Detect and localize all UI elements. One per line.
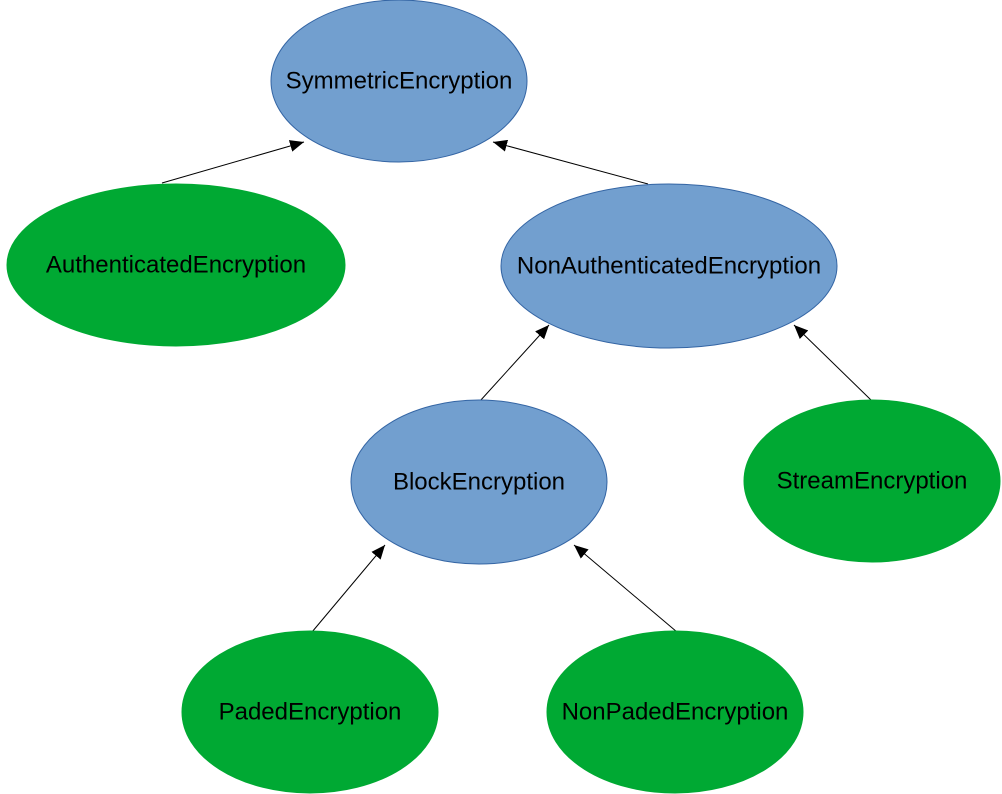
edge-padded-to-block [311, 544, 386, 633]
node-label: BlockEncryption [393, 469, 565, 496]
node-ellipse [500, 183, 838, 349]
node-ellipse [546, 630, 804, 794]
node-symmetric-encryption[interactable]: SymmetricEncryption [270, 0, 528, 163]
node-padded-encryption[interactable]: PadedEncryption [181, 630, 439, 794]
node-label: StreamEncryption [777, 468, 968, 495]
node-non-authenticated-encryption[interactable]: NonAuthenticatedEncryption [500, 183, 838, 349]
node-label: SymmetricEncryption [286, 68, 513, 95]
edge-block-to-nonauthenticated [479, 324, 550, 402]
node-non-padded-encryption[interactable]: NonPadedEncryption [546, 630, 804, 794]
node-ellipse [350, 399, 608, 565]
node-label: NonAuthenticatedEncryption [517, 253, 821, 280]
edge-nonpadded-to-block [573, 544, 678, 633]
node-authenticated-encryption[interactable]: AuthenticatedEncryption [6, 183, 346, 347]
node-ellipse [181, 630, 439, 794]
edge-nonauthenticated-to-symmetric [492, 139, 649, 185]
node-label: PadedEncryption [219, 699, 402, 726]
edges-group [161, 139, 872, 633]
node-label: NonPadedEncryption [562, 699, 789, 726]
node-stream-encryption[interactable]: StreamEncryption [743, 399, 1001, 563]
edge-stream-to-nonauthenticated [793, 324, 872, 401]
node-block-encryption[interactable]: BlockEncryption [350, 399, 608, 565]
edge-authenticated-to-symmetric [161, 140, 305, 184]
node-ellipse [743, 399, 1001, 563]
node-ellipse [6, 183, 346, 347]
node-label: AuthenticatedEncryption [46, 252, 306, 279]
node-ellipse [270, 0, 528, 163]
